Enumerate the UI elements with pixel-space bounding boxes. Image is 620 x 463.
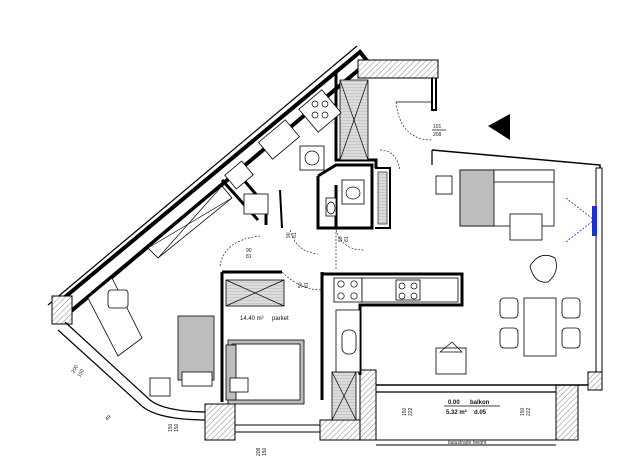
door-bath-swing <box>335 229 365 251</box>
desk <box>87 277 143 357</box>
kitchen-sink <box>341 329 357 355</box>
balcony: 0.00 balkon 5.32 m² d.05 <box>444 400 500 416</box>
living-left <box>87 277 215 397</box>
side-cabinet <box>435 175 453 195</box>
dining-chair-3 <box>561 297 581 319</box>
living-right <box>435 169 597 357</box>
door-entrance-height: 208 <box>433 132 442 138</box>
north-arrow-icon <box>488 114 510 140</box>
bedroom-floor: parket <box>272 316 289 322</box>
bottom-pillar-left <box>204 403 236 441</box>
side-table <box>149 377 171 397</box>
stove-top-bath <box>298 89 342 133</box>
door-hall-swing <box>379 149 401 171</box>
door-bedroom-height: 81 <box>246 254 252 260</box>
bed-pillow <box>225 344 237 401</box>
top-wall-block <box>357 59 439 79</box>
nightstand-left <box>229 377 249 393</box>
hob <box>395 279 421 301</box>
door-bath-width: 80 <box>338 236 344 242</box>
dim-balcony-left-1: 150 <box>402 407 408 416</box>
door-wc-width: 90 <box>286 232 292 238</box>
door-bedroom-width: 90 <box>246 248 252 254</box>
dining-chair-1 <box>499 297 519 319</box>
dim-balcony-right-1: 150 <box>520 407 526 416</box>
wc-room <box>325 171 388 225</box>
bedroom-area: 14.40 m² <box>240 316 264 322</box>
bottom-pillar-mid-tall <box>359 369 377 441</box>
dining-table <box>523 297 557 357</box>
outer-walls <box>47 45 603 446</box>
toilet <box>325 197 337 217</box>
door-wardrobe-height: 81 <box>304 282 310 288</box>
washing-machine <box>299 145 325 171</box>
dimension-labels: 150 150 208 150 200 150 49 150 222 150 2… <box>71 364 532 456</box>
dim-left-window-2: 150 <box>77 368 86 378</box>
bedroom: 14.40 m² parket <box>225 279 357 421</box>
coffee-table <box>509 213 543 241</box>
balcony-floor: d.05 <box>474 410 487 416</box>
bathtub-small <box>257 119 301 160</box>
door-entrance-swing <box>395 101 433 141</box>
door-bedroom-swing <box>219 235 261 267</box>
sofa-back <box>493 169 555 183</box>
balcony-name: balkon <box>470 400 490 406</box>
door-wc-height: 81 <box>292 232 298 238</box>
door-entrance-width: 101 <box>433 124 442 130</box>
dim-corner: 49 <box>104 414 112 422</box>
dim-bottom-left-2: 150 <box>174 423 180 432</box>
balcony-pillar-right <box>555 384 579 441</box>
dim-balcony-left-2: 222 <box>408 407 414 416</box>
door-labels: 101 208 90 81 80 81 90 81 50 81 <box>246 124 446 288</box>
storage-box <box>243 193 269 215</box>
door-wardrobe-width: 50 <box>298 282 304 288</box>
storage-unit <box>224 160 254 190</box>
wc-shelf <box>377 171 388 225</box>
kitchen <box>333 277 467 375</box>
right-wall-end <box>587 371 603 391</box>
dining-chair-2 <box>499 327 519 349</box>
door-wc-swing <box>289 229 319 255</box>
bathroom-top <box>257 79 369 171</box>
tv-screen <box>592 206 597 236</box>
dim-bottom-left-4: 150 <box>262 447 268 456</box>
dim-balcony-bottom: balustrade height <box>448 440 487 446</box>
sofa-bed <box>177 315 215 381</box>
diagonal-storage <box>147 160 269 259</box>
desk-chair <box>107 289 129 309</box>
dim-bottom-left-1: 150 <box>168 423 174 432</box>
sofa-left <box>459 169 495 227</box>
dining-chair-4 <box>561 327 581 349</box>
door-bath-height: 81 <box>344 236 350 242</box>
doors <box>219 101 433 291</box>
cooktop <box>333 277 363 303</box>
balcony-level: 0.00 <box>448 400 460 406</box>
sofa-arm <box>181 371 213 387</box>
dim-bottom-left-3: 208 <box>256 447 262 456</box>
door-bedroom-wardrobe-swing <box>281 271 323 291</box>
dim-left-window: 200 <box>71 364 80 374</box>
armchair <box>529 254 557 283</box>
balcony-area: 5.32 m² <box>446 409 467 416</box>
dim-balcony-right-2: 222 <box>526 407 532 416</box>
left-corner-block <box>51 295 73 325</box>
right-window-frame <box>595 167 603 385</box>
wc-sink <box>341 179 365 205</box>
